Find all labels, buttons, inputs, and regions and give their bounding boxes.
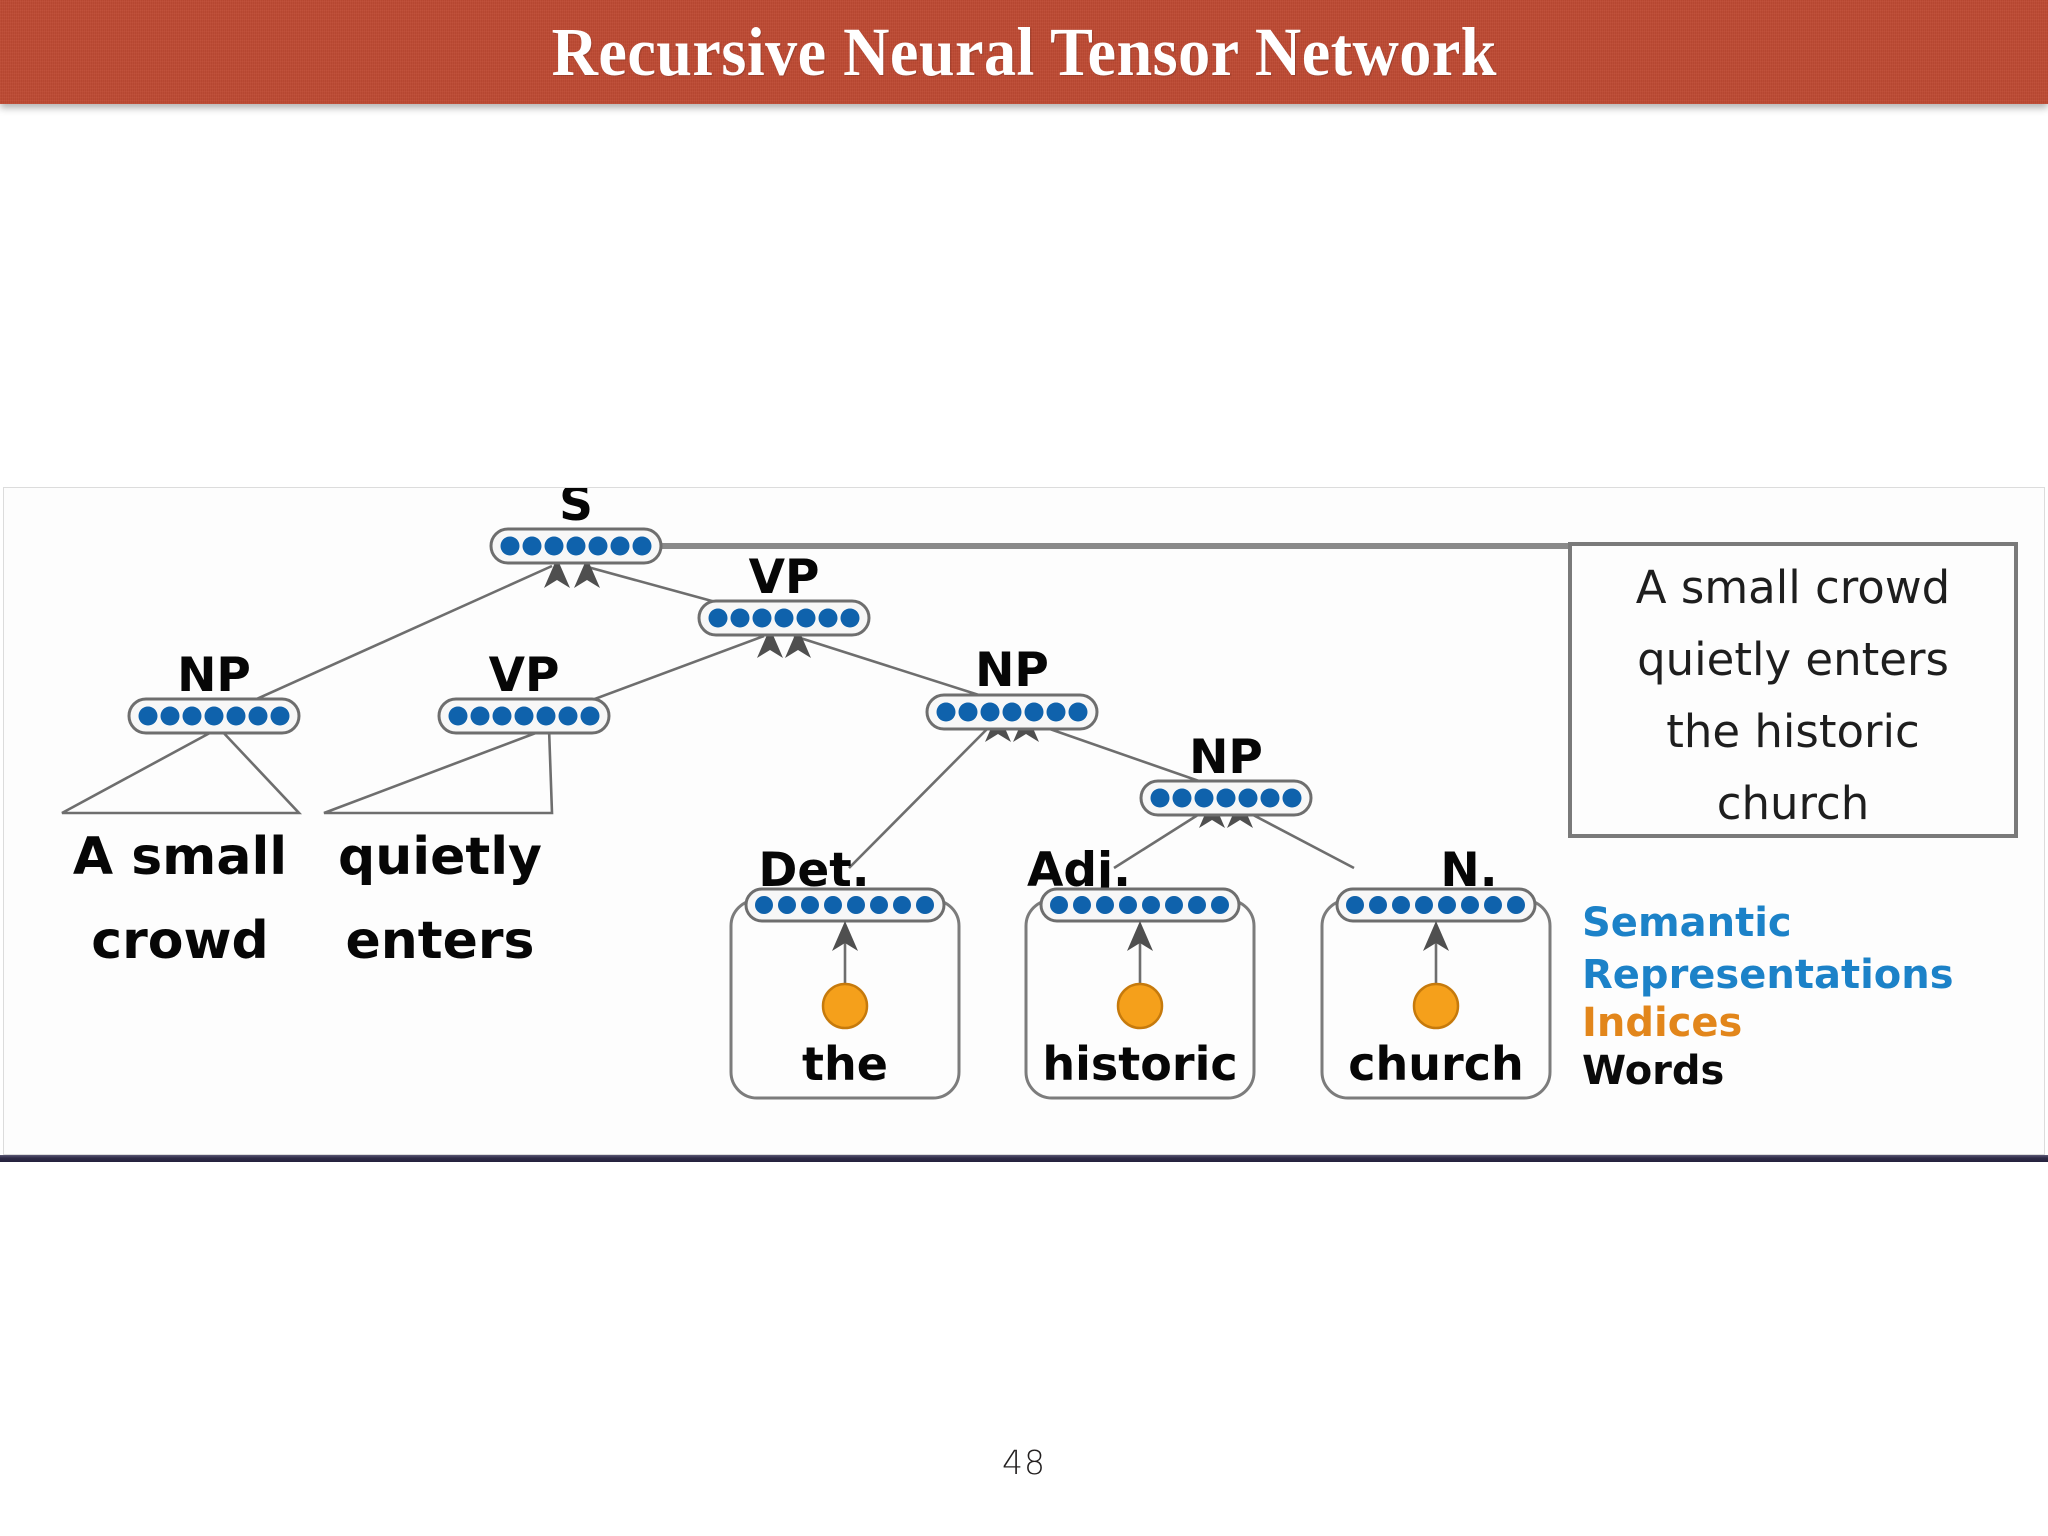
sentence-line-3: the historic xyxy=(1666,705,1920,758)
node-vp-top[interactable]: VP xyxy=(697,550,871,637)
index-circle-church xyxy=(1412,982,1460,1030)
word-label-historic: historic xyxy=(1042,1037,1237,1091)
phrase-line-2: enters xyxy=(345,911,534,971)
tree-edges xyxy=(61,543,1570,870)
word-unit-church[interactable]: N. church xyxy=(1320,843,1552,1100)
leaf-phrase-a-small-crowd: A small crowd xyxy=(73,827,287,971)
phrase-line-1: A small xyxy=(73,827,287,887)
vector-dots-vp2 xyxy=(448,706,600,726)
node-s[interactable]: S xyxy=(489,488,663,565)
word-label-the: the xyxy=(802,1037,888,1091)
legend-item-representations: Representations xyxy=(1582,952,1954,998)
vector-dots-det xyxy=(755,896,934,914)
diagram-legend: Semantic Representations Indices Words xyxy=(1582,900,1954,1094)
node-label-vp-top: VP xyxy=(749,550,820,605)
edge-det-to-np2 xyxy=(848,719,997,869)
parse-tree-diagram: S VP xyxy=(61,488,2018,1100)
edge-np1-to-s xyxy=(218,564,553,718)
node-vp2[interactable]: VP xyxy=(437,648,611,735)
leaf-phrase-quietly-enters: quietly enters xyxy=(338,827,542,971)
title-banner: Recursive Neural Tensor Network xyxy=(0,0,2048,104)
triangle-vp2 xyxy=(323,726,554,815)
vector-dots-np2 xyxy=(936,702,1088,722)
word-label-church: church xyxy=(1348,1037,1523,1091)
slide-divider-rule xyxy=(0,1155,2048,1162)
sentence-box-frame xyxy=(1568,542,2018,838)
vector-pill-adj xyxy=(1039,887,1241,923)
vector-dots-adj xyxy=(1050,896,1229,914)
node-np1[interactable]: NP xyxy=(127,648,301,735)
vector-dots-np3 xyxy=(1150,788,1302,808)
edge-np3-to-np2 xyxy=(1023,718,1220,790)
vector-dots-np1 xyxy=(138,706,290,726)
node-label-np1: NP xyxy=(177,648,251,703)
page-number: 48 xyxy=(1002,1443,1046,1482)
page-title: Recursive Neural Tensor Network xyxy=(551,13,1497,90)
node-np2[interactable]: NP xyxy=(925,643,1099,731)
vector-dots-n xyxy=(1346,896,1525,914)
vector-pill-n xyxy=(1335,887,1537,923)
legend-item-semantic: Semantic xyxy=(1582,900,1792,946)
index-circle-historic xyxy=(1116,982,1164,1030)
vector-dots-vp-top xyxy=(708,608,860,628)
vector-pill-det xyxy=(744,887,946,923)
sentence-line-2: quietly enters xyxy=(1637,633,1949,686)
sentence-line-1: A small crowd xyxy=(1636,561,1950,614)
triangle-np1 xyxy=(61,726,303,815)
legend-item-indices: Indices xyxy=(1582,1000,1742,1046)
phrase-line-1: quietly xyxy=(338,827,542,887)
word-unit-historic[interactable]: Adj. historic xyxy=(1024,843,1256,1100)
legend-item-words: Words xyxy=(1582,1048,1724,1094)
diagram-panel: S VP xyxy=(3,487,2045,1155)
index-circle-the xyxy=(821,982,869,1030)
node-label-np3: NP xyxy=(1189,730,1263,785)
sentence-box: A small crowd quietly enters the histori… xyxy=(1568,542,2018,838)
node-label-vp2: VP xyxy=(489,648,560,703)
phrase-line-2: crowd xyxy=(91,911,268,971)
word-unit-the[interactable]: Det. the xyxy=(729,843,961,1100)
sentence-line-4: church xyxy=(1717,777,1870,830)
edge-np2-to-vptop xyxy=(793,634,1005,705)
node-label-s: S xyxy=(559,488,593,532)
vector-dots-s xyxy=(500,536,652,556)
node-np3[interactable]: NP xyxy=(1139,730,1313,817)
node-label-np2: NP xyxy=(975,643,1049,698)
